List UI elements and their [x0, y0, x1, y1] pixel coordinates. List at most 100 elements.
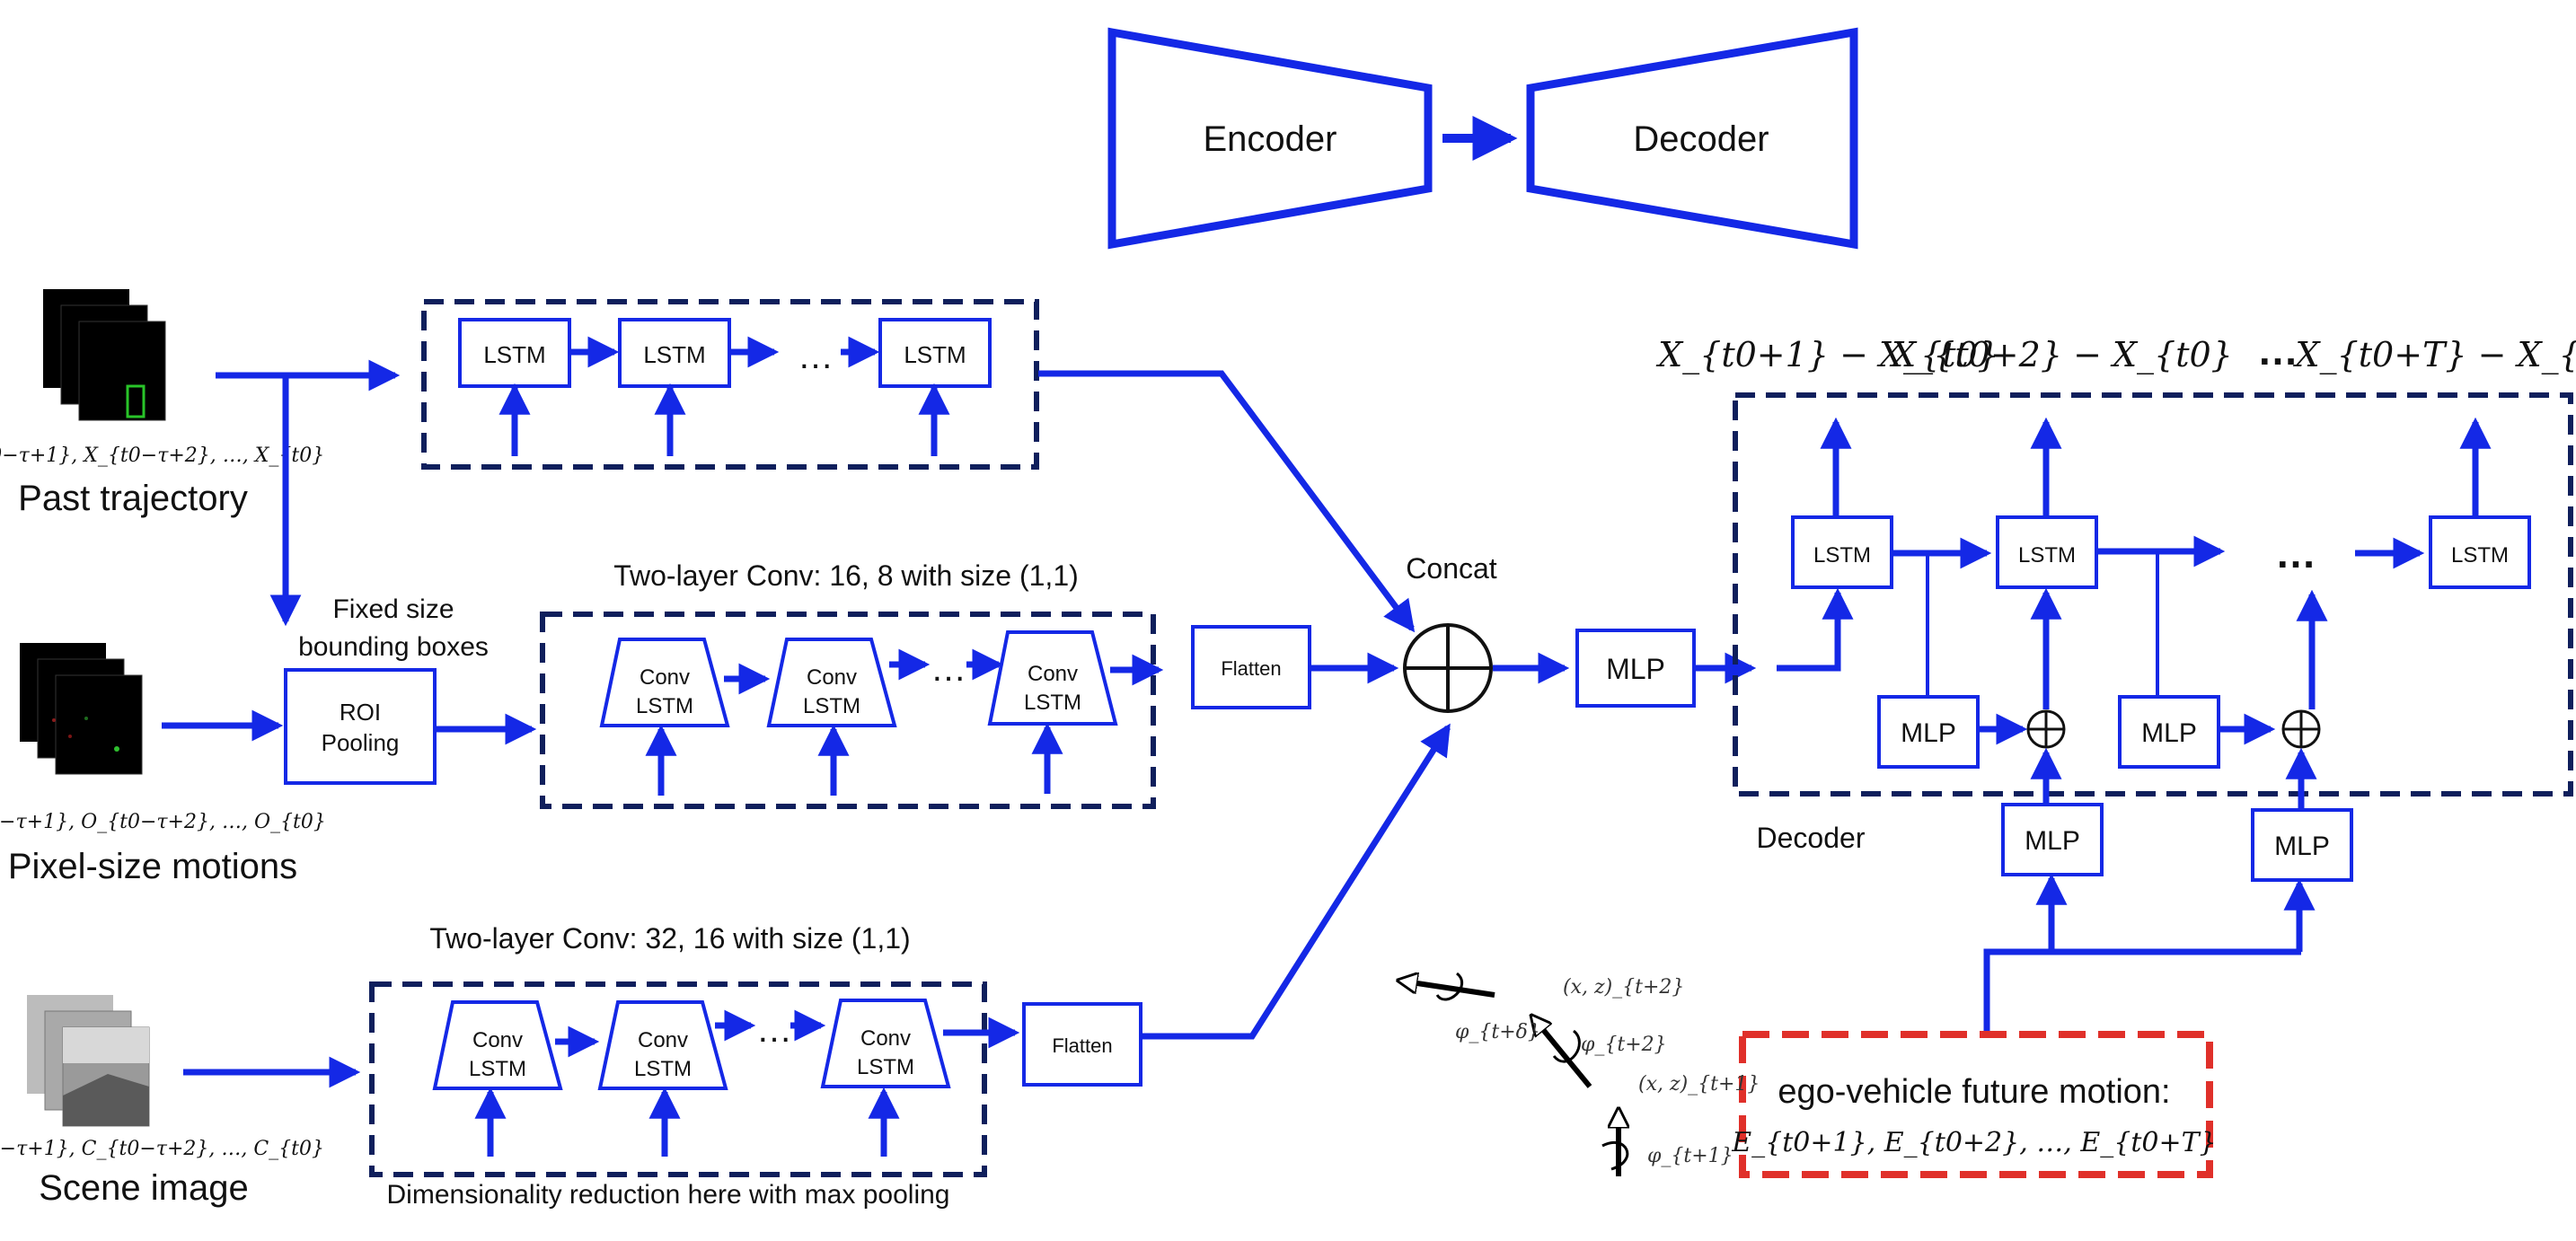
decoder-mlp-1: MLP — [1877, 695, 1980, 769]
scene-convlstm-cell-2: Conv LSTM — [597, 1000, 728, 1157]
scene-image-input: C_{t0−τ+1}, C_{t0−τ+2}, …, C_{t0} Scene … — [0, 995, 324, 1208]
motion-convlstm-ellipsis: … — [931, 649, 966, 689]
svg-text:LSTM: LSTM — [634, 1057, 692, 1081]
ego-sequence: E_{t0+1}, E_{t0+2}, …, E_{t0+T} — [1731, 1127, 2216, 1158]
svg-text:LSTM: LSTM — [1024, 691, 1081, 715]
decoder-lstm-T: LSTM — [2429, 417, 2531, 589]
svg-text:LSTM: LSTM — [904, 341, 966, 368]
decoder-box-label: Decoder — [1757, 822, 1866, 854]
svg-text:Conv: Conv — [640, 665, 690, 690]
scene-convlstm-cell-3: Conv LSTM — [820, 999, 951, 1157]
svg-text:LSTM: LSTM — [2451, 543, 2509, 568]
autoencoder-legend: Encoder Decoder — [1107, 27, 1858, 250]
decoder-lstm-ellipsis: … — [2275, 530, 2316, 576]
fusion-mlp-label: MLP — [1606, 653, 1665, 685]
decoder-stage: X_{t0+1} − X_{t0} X_{t0+2} − X_{t0} … X_… — [1655, 327, 2576, 1033]
svg-text:MLP: MLP — [2274, 832, 2330, 861]
scene-flatten-label: Flatten — [1052, 1034, 1112, 1057]
pose-label-phi-t2: φ_{t+2} — [1581, 1034, 1667, 1056]
motion-convlstm-cell-1: Conv LSTM — [599, 638, 730, 796]
decoder-dashed-box — [1733, 392, 2573, 797]
pose-label-xz-t1: (x, z)_{t+1} — [1638, 1073, 1760, 1096]
svg-text:ROI: ROI — [340, 699, 381, 726]
svg-text:MLP: MLP — [2141, 718, 2197, 748]
scene-convlstm-dashed-box — [369, 981, 987, 1177]
roi-green-box — [126, 384, 146, 418]
decoder-label: Decoder — [1633, 119, 1769, 159]
pixel-motion-frames — [20, 643, 143, 775]
ego-mlp-2: MLP — [2251, 747, 2353, 882]
pixel-motions-sequence: O_{t0−τ+1}, O_{t0−τ+2}, …, O_{t0} — [0, 811, 326, 833]
svg-text:Conv: Conv — [472, 1028, 523, 1052]
decoder-lstm-2: LSTM — [1996, 417, 2098, 589]
motion-convlstm-branch: Two-layer Conv: 16, 8 with size (1,1) Fi… — [162, 559, 1399, 809]
ego-mlp-1: MLP — [2001, 747, 2104, 876]
scene-convlstm-cell-1: Conv LSTM — [432, 1000, 563, 1157]
decoder-mlp-2: MLP — [2118, 695, 2220, 769]
concat-label: Concat — [1406, 552, 1497, 585]
pixel-motions-label: Pixel-size motions — [8, 847, 297, 886]
scene-branch-title: Two-layer Conv: 32, 16 with size (1,1) — [429, 922, 910, 955]
encoder-label: Encoder — [1204, 119, 1337, 159]
ego-pose-illustration: (x, z)_{t+2} (x, z)_{t+1} φ_{t+δ} φ_{t+2… — [1399, 973, 1760, 1176]
svg-text:LSTM: LSTM — [857, 1055, 914, 1079]
past-trajectory-sequence: X_{t0−τ+1}, X_{t0−τ+2}, …, X_{t0} — [0, 444, 324, 467]
pixel-motions-input: O_{t0−τ+1}, O_{t0−τ+2}, …, O_{t0} Pixel-… — [0, 643, 326, 886]
svg-text:Conv: Conv — [638, 1028, 688, 1052]
fusion-mlp-block — [1575, 629, 1696, 708]
trajectory-lstm-dashed-box — [421, 299, 1039, 470]
decoder-sum-2-icon — [2281, 709, 2321, 749]
ego-title: ego-vehicle future motion: — [1778, 1073, 2170, 1111]
motion-convlstm-dashed-box — [540, 612, 1156, 809]
scene-flatten-block — [1022, 1002, 1142, 1087]
decoder-trapezoid — [1526, 27, 1858, 250]
svg-text:MLP: MLP — [1901, 718, 1956, 748]
svg-text:MLP: MLP — [2025, 826, 2080, 856]
decoder-output-1: X_{t0+1} − X_{t0} — [1655, 335, 1999, 375]
trajectory-lstm-branch: LSTM LSTM … LSTM — [216, 299, 1416, 633]
ego-pose-arrow-1-icon — [1601, 1110, 1628, 1176]
trajectory-to-concat-connector — [1038, 370, 1416, 633]
scene-image-label: Scene image — [39, 1168, 248, 1208]
encoder-trapezoid — [1107, 27, 1433, 250]
decoder-output-ellipsis: … — [2257, 327, 2298, 374]
bbox-label-line1: Fixed size — [332, 594, 454, 624]
pose-label-xz-t2: (x, z)_{t+2} — [1563, 976, 1684, 999]
svg-text:LSTM: LSTM — [483, 341, 545, 368]
scene-image-sequence: C_{t0−τ+1}, C_{t0−τ+2}, …, C_{t0} — [0, 1138, 324, 1160]
motion-branch-title: Two-layer Conv: 16, 8 with size (1,1) — [613, 559, 1079, 592]
decoder-sum-1-icon — [2026, 709, 2066, 749]
scene-convlstm-branch: Two-layer Conv: 32, 16 with size (1,1) C… — [183, 723, 1451, 1210]
trajectory-lstm-ellipsis: … — [798, 337, 834, 376]
ego-dashed-box — [1739, 1031, 2213, 1178]
pose-label-phi-t1: φ_{t+1} — [1647, 1145, 1734, 1167]
past-trajectory-input: X_{t0−τ+1}, X_{t0−τ+2}, …, X_{t0} Past t… — [0, 289, 324, 518]
decoder-output-T: X_{t0+T} − X_{t0} — [2293, 335, 2576, 375]
motion-flatten-label: Flatten — [1221, 657, 1281, 680]
scene-convlstm-ellipsis: … — [756, 1010, 792, 1050]
trajectory-lstm-cell-3: LSTM — [878, 318, 992, 456]
motion-convlstm-cell-3: Conv LSTM — [987, 630, 1118, 794]
scene-branch-footnote: Dimensionality reduction here with max p… — [387, 1180, 950, 1210]
trajectory-lstm-cell-1: LSTM — [458, 318, 571, 456]
past-trajectory-frames — [43, 289, 166, 421]
ego-pose-arrow-3-icon — [1399, 973, 1495, 1001]
svg-text:LSTM: LSTM — [636, 694, 693, 718]
decoder-lstm-1: LSTM — [1791, 417, 1893, 589]
trajectory-lstm-cell-2: LSTM — [618, 318, 731, 456]
svg-text:Conv: Conv — [860, 1026, 911, 1051]
svg-text:LSTM: LSTM — [469, 1057, 526, 1081]
motion-flatten-block — [1191, 625, 1311, 709]
past-trajectory-label: Past trajectory — [18, 479, 248, 518]
ego-motion-block: ego-vehicle future motion: E_{t0+1}, E_{… — [1731, 1031, 2217, 1178]
svg-text:LSTM: LSTM — [803, 694, 860, 718]
roi-pooling-block: ROI Pooling — [284, 668, 437, 785]
svg-text:LSTM: LSTM — [1813, 543, 1871, 568]
svg-text:LSTM: LSTM — [643, 341, 705, 368]
decoder-output-2: X_{t0+2} − X_{t0} — [1889, 335, 2233, 375]
fusion-stage: Concat MLP — [1403, 552, 1757, 713]
svg-text:Pooling: Pooling — [322, 729, 400, 756]
svg-text:Conv: Conv — [1028, 662, 1078, 686]
pose-label-phi-tdelta: φ_{t+δ} — [1455, 1021, 1540, 1043]
